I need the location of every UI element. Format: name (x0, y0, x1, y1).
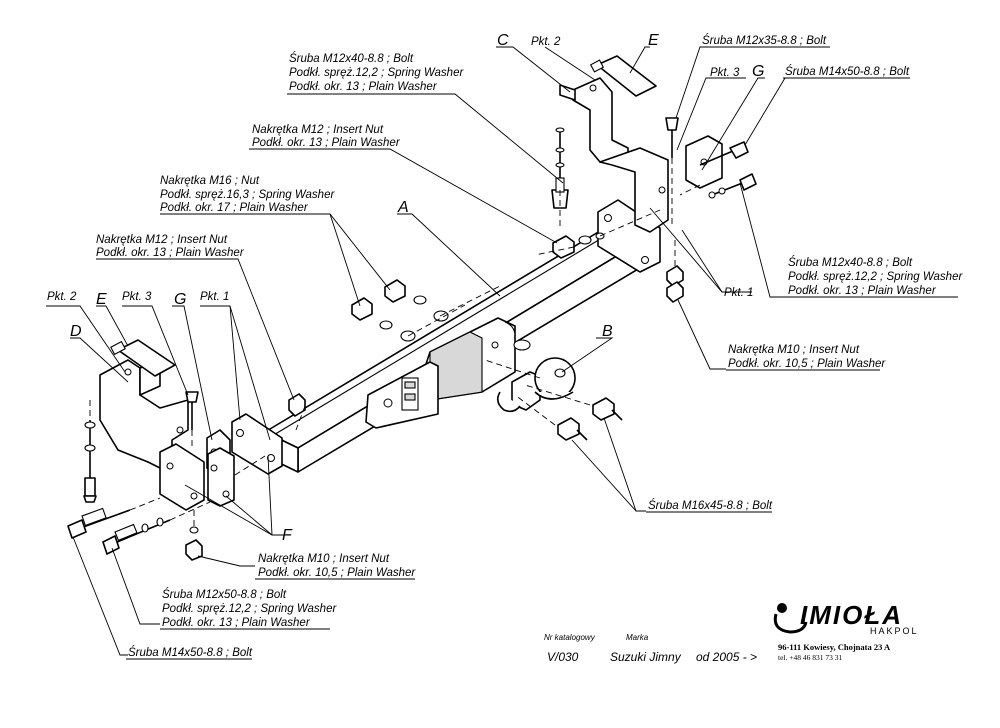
leader-lines (46, 46, 896, 656)
crossbar-nuts (552, 232, 684, 303)
letter-f: F (282, 527, 293, 544)
pkt2-left: Pkt. 2 (47, 291, 77, 303)
m12-insert-nut-lower (288, 393, 306, 417)
letter-c: C (497, 32, 509, 49)
letter-e-left: E (96, 291, 107, 308)
catalog-number-label: Nr katalogowy (544, 633, 596, 642)
m16-nut-group (351, 279, 449, 342)
make-label: Marka (626, 633, 649, 642)
letter-d: D (70, 323, 82, 340)
title-block: Nr katalogowy Marka V/030 Suzuki Jimny o… (544, 600, 919, 664)
callout-line: Podkł. spręż.12,2 ; Spring Washer (289, 67, 464, 79)
callout-line: Podkł. okr. 13 ; Plain Washer (289, 81, 438, 93)
company-address: 96-111 Kowiesy, Chojnata 23 A (778, 642, 891, 652)
callout-line: Podkł. okr. 10,5 ; Plain Washer (258, 567, 416, 579)
callout-line: Nakrętka M16 ; Nut (160, 175, 260, 187)
callout-insert-nut-m12-lower: Nakrętka M12 ; Insert Nut Podkł. okr. 13… (96, 234, 245, 259)
bolts-m16x45 (557, 397, 623, 441)
pkt2-top: Pkt. 2 (531, 36, 561, 48)
brand-logo: IMIOŁA HAKPOL (773, 600, 919, 636)
plate-e-left (110, 339, 176, 377)
callout-bottom-bolt-m14x50: Śruba M14x50-8.8 ; Bolt (128, 646, 253, 659)
callout-insert-nut-m12-upper: Nakrętka M12 ; Insert Nut Podkł. okr. 13… (252, 124, 401, 149)
pkt3-top: Pkt. 3 (710, 67, 740, 79)
callout-line: Podkł. okr. 13 ; Plain Washer (252, 137, 401, 149)
callout-line: Nakrętka M12 ; Insert Nut (252, 124, 384, 136)
callout-line: Nakrętka M10 ; Insert Nut (728, 344, 860, 356)
callout-line: Nakrętka M12 ; Insert Nut (96, 234, 228, 246)
pkt1-left: Pkt. 1 (200, 291, 229, 303)
callout-line: Podkł. spręż.12,2 ; Spring Washer (788, 271, 963, 283)
callout-insert-nut-m10-bottom: Nakrętka M10 ; Insert Nut Podkł. okr. 10… (258, 553, 416, 579)
plate-g-top (685, 135, 723, 189)
callout-nut-m16: Nakrętka M16 ; Nut Podkł. spręż.16,3 ; S… (160, 175, 335, 214)
bracket-c (559, 77, 669, 233)
vehicle-make: Suzuki Jimny (610, 650, 682, 664)
part-letters: C E G A B D E G F (70, 32, 764, 544)
letter-b: B (602, 323, 613, 340)
letter-g-left: G (174, 291, 186, 308)
tow-ball-b (496, 357, 576, 413)
point-labels: Pkt. 2 Pkt. 3 Pkt. 1 Pkt. 2 Pkt. 3 Pkt. … (47, 36, 753, 303)
callout-line: Podkł. okr. 10,5 ; Plain Washer (728, 358, 886, 370)
callout-line: Podkł. okr. 13 ; Plain Washer (162, 617, 311, 629)
brand-name: IMIOŁA (800, 600, 903, 630)
callout-top-bolt-m12x40: Śruba M12x40-8.8 ; Bolt Podkł. spręż.12,… (289, 52, 464, 93)
pkt3-left: Pkt. 3 (122, 291, 152, 303)
callout-line: Podkł. okr. 13 ; Plain Washer (788, 285, 937, 297)
callout-bolt-m16x45: Śruba M16x45-8.8 ; Bolt (648, 499, 773, 512)
callout-right-bolt-m12x40: Śruba M12x40-8.8 ; Bolt Podkł. spręż.12,… (788, 256, 963, 297)
letter-a: A (397, 199, 409, 216)
callout-line: Podkł. okr. 13 ; Plain Washer (96, 247, 245, 259)
callout-line: Śruba M12x40-8.8 ; Bolt (289, 52, 414, 65)
callout-line: Nakrętka M10 ; Insert Nut (258, 553, 390, 565)
brand-subtitle: HAKPOL (870, 626, 919, 636)
vehicle-year: od 2005 - > (696, 650, 757, 664)
pkt1-right: Pkt. 1 (724, 287, 753, 299)
left-bolts (67, 391, 203, 561)
letter-e-top: E (648, 32, 659, 49)
callout-bottom-bolt-m12x50: Śruba M12x50-8.8 ; Bolt Podkł. spręż.12,… (162, 588, 337, 629)
callout-line: Podkł. spręż.16,3 ; Spring Washer (160, 189, 335, 201)
top-bolts (551, 117, 757, 209)
letter-g-top: G (752, 63, 764, 80)
plates-f-left (159, 443, 235, 511)
callout-line: Śruba M12x40-8.8 ; Bolt (788, 256, 913, 269)
callout-line: Podkł. okr. 17 ; Plain Washer (160, 202, 309, 214)
catalog-number: V/030 (547, 650, 579, 664)
callout-top-bolt-m12x35: Śruba M12x35-8.8 ; Bolt (702, 34, 827, 47)
alignment-lines (89, 158, 701, 530)
callout-line: Podkł. spręż.12,2 ; Spring Washer (162, 603, 337, 615)
plate-e-top (589, 55, 657, 97)
callout-line: Śruba M12x50-8.8 ; Bolt (162, 588, 287, 601)
ball-bracket (365, 317, 531, 429)
drawing-parts (67, 55, 757, 561)
callout-top-bolt-m14x50: Śruba M14x50-8.8 ; Bolt (785, 65, 910, 78)
company-phone: tel. +48 46 831 73 31 (778, 653, 842, 662)
callout-insert-nut-m10-right: Nakrętka M10 ; Insert Nut Podkł. okr. 10… (728, 344, 886, 370)
